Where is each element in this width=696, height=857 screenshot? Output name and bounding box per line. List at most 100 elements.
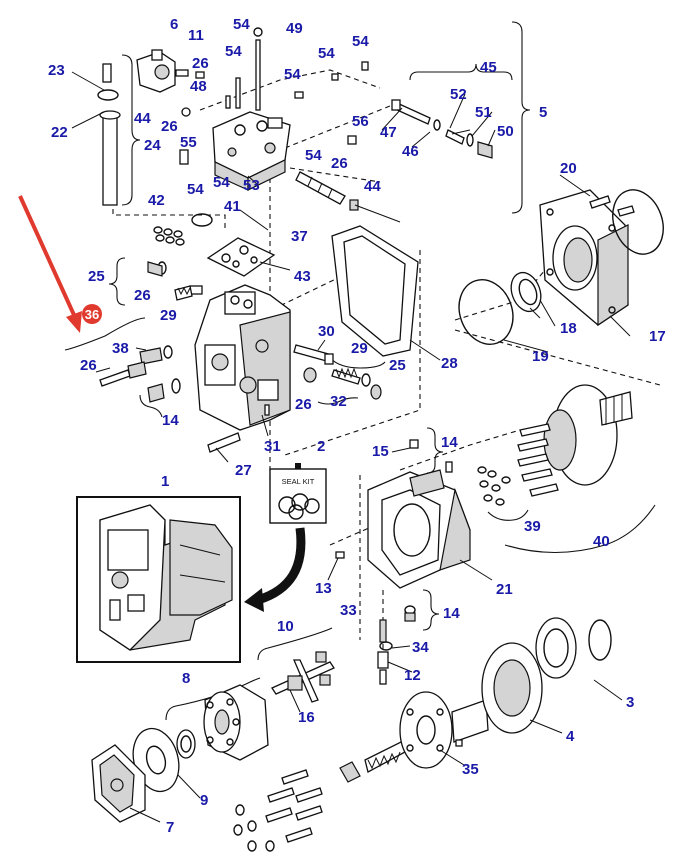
piston-set xyxy=(233,769,323,852)
callout-29: 29 xyxy=(160,307,177,324)
callout-27: 27 xyxy=(235,462,252,479)
callout-56: 56 xyxy=(352,113,369,130)
brace-25a xyxy=(108,257,126,306)
callout-2: 2 xyxy=(317,438,325,455)
brace-39 xyxy=(487,509,529,521)
callout-54: 54 xyxy=(352,33,369,50)
callout-22: 22 xyxy=(51,124,68,141)
callout-21: 21 xyxy=(496,581,513,598)
brace-45 xyxy=(409,63,513,81)
callout-53: 53 xyxy=(243,177,260,194)
callout-44: 44 xyxy=(134,110,151,127)
callout-23: 23 xyxy=(48,62,65,79)
left-plugs xyxy=(99,345,181,403)
callout-47: 47 xyxy=(380,124,397,141)
rotating-group-8 xyxy=(91,684,269,823)
callout-14: 14 xyxy=(443,605,460,622)
assembled-pump-inset xyxy=(76,496,241,663)
callout-25: 25 xyxy=(389,357,406,374)
callout-42: 42 xyxy=(148,192,165,209)
brace-36 xyxy=(64,317,146,351)
pump-housing-31 xyxy=(194,284,291,431)
callout-16: 16 xyxy=(298,709,315,726)
housing-21 xyxy=(335,439,471,622)
curved-arrow xyxy=(244,527,306,612)
valve-30 xyxy=(147,261,334,365)
callout-52: 52 xyxy=(450,86,467,103)
callout-40: 40 xyxy=(593,533,610,550)
callout-54: 54 xyxy=(225,43,242,60)
callout-54: 54 xyxy=(187,181,204,198)
callout-31: 31 xyxy=(264,438,281,455)
callout-14: 14 xyxy=(162,412,179,429)
callout-54: 54 xyxy=(213,174,230,191)
callout-32: 32 xyxy=(330,393,347,410)
callout-37: 37 xyxy=(291,228,308,245)
callout-26: 26 xyxy=(80,357,97,374)
brace-10 xyxy=(257,627,333,661)
callout-43: 43 xyxy=(294,268,311,285)
brace-14c xyxy=(422,589,440,631)
brace-40 xyxy=(504,504,656,553)
callout-5: 5 xyxy=(539,104,547,121)
gasket-28 xyxy=(331,225,419,357)
callout-26: 26 xyxy=(161,118,178,135)
seal-kit-label: SEAL KIT xyxy=(282,477,315,486)
cross-shaft-10 xyxy=(271,651,335,703)
callout-26: 26 xyxy=(134,287,151,304)
brace-14b xyxy=(426,427,444,474)
callout-49: 49 xyxy=(286,20,303,37)
callout-51: 51 xyxy=(475,104,492,121)
highlight-badge-36[interactable]: 36 xyxy=(82,304,102,324)
callout-26: 26 xyxy=(192,55,209,72)
flange-17 xyxy=(458,189,664,345)
callout-46: 46 xyxy=(402,143,419,160)
callout-35: 35 xyxy=(462,761,479,778)
callout-55: 55 xyxy=(180,134,197,151)
callout-50: 50 xyxy=(497,123,514,140)
callout-9: 9 xyxy=(200,792,208,809)
callout-17: 17 xyxy=(649,328,666,345)
callout-26: 26 xyxy=(295,396,312,413)
brace-26-32 xyxy=(317,397,359,405)
callout-34: 34 xyxy=(412,639,429,656)
callout-30: 30 xyxy=(318,323,335,340)
cylinder-block-40 xyxy=(477,384,633,506)
red-pointer-arrow xyxy=(18,195,82,333)
brace-14a xyxy=(139,394,163,418)
callout-12: 12 xyxy=(404,667,421,684)
callout-33: 33 xyxy=(340,602,357,619)
callout-44: 44 xyxy=(364,178,381,195)
callout-18: 18 xyxy=(560,320,577,337)
callout-38: 38 xyxy=(112,340,129,357)
callout-4: 4 xyxy=(566,728,575,745)
callout-45: 45 xyxy=(480,59,497,76)
right-plugs xyxy=(303,367,382,400)
callout-10: 10 xyxy=(277,618,294,635)
brace-25b xyxy=(329,357,386,369)
callout-54: 54 xyxy=(284,66,301,83)
callout-48: 48 xyxy=(190,78,207,95)
badge-36-label: 36 xyxy=(85,307,99,322)
callout-1: 1 xyxy=(161,473,169,490)
callout-labels: 6 11 54 49 54 26 54 54 23 48 54 45 52 44… xyxy=(48,16,666,836)
callout-3: 3 xyxy=(626,694,634,711)
o-rings-42 xyxy=(153,213,213,246)
callout-25: 25 xyxy=(88,268,105,285)
valve-parts-33-12 xyxy=(377,619,393,685)
callout-11: 11 xyxy=(188,27,204,44)
control-valve-block xyxy=(179,27,369,191)
callout-19: 19 xyxy=(532,348,549,365)
callout-28: 28 xyxy=(441,355,458,372)
callout-41: 41 xyxy=(224,198,241,215)
leader-lines xyxy=(71,71,631,823)
spool-37 xyxy=(295,171,359,211)
callout-54: 54 xyxy=(305,147,322,164)
callout-54: 54 xyxy=(233,16,250,33)
callout-26: 26 xyxy=(331,155,348,172)
bolt-27 xyxy=(207,432,241,453)
callout-54: 54 xyxy=(318,45,335,62)
solenoid-parts xyxy=(97,49,189,206)
callout-24: 24 xyxy=(144,137,161,154)
